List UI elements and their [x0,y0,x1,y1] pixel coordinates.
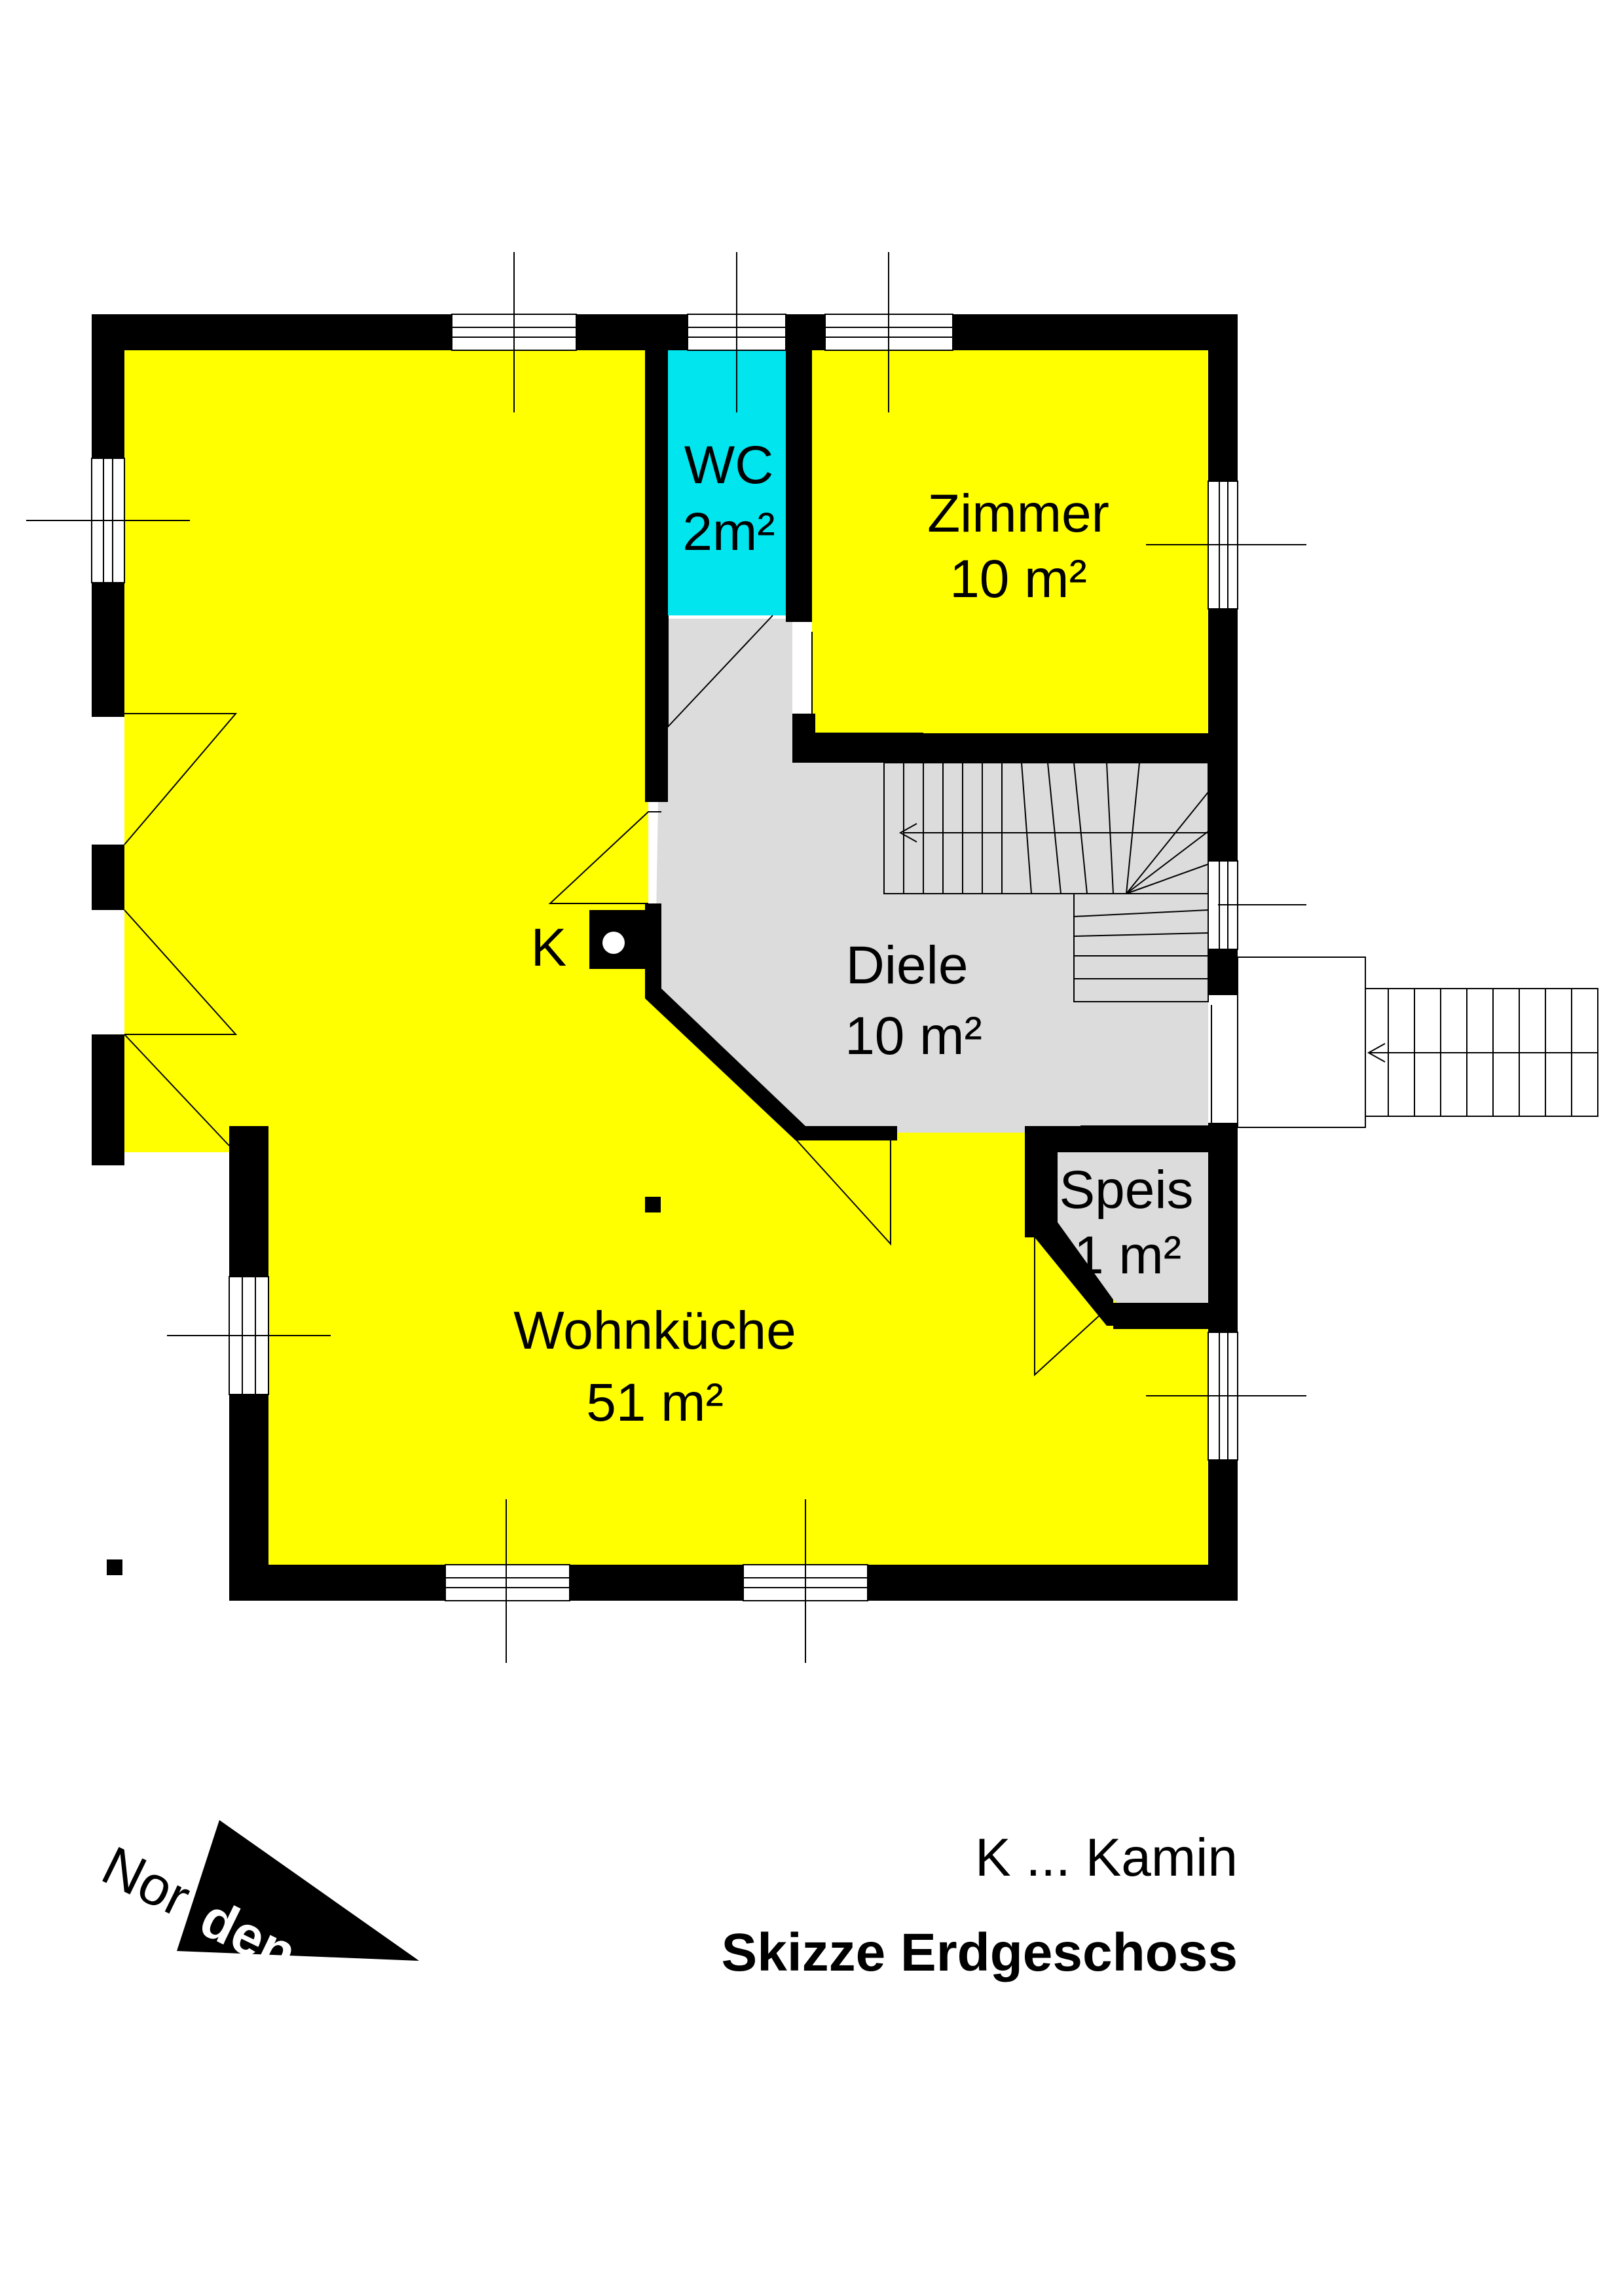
entry-landing [1208,995,1247,1126]
marker-square [107,1559,122,1575]
diele-name: Diele [846,936,969,995]
zimmer-name: Zimmer [927,484,1109,543]
marker-square [645,1197,661,1212]
window-left-1 [26,458,190,583]
diele-fill [655,619,1211,1133]
speis-fill [1054,1152,1208,1306]
windows [26,252,1306,1663]
speis-name: Speis [1059,1160,1193,1220]
chimney-flue [602,932,625,954]
wc-name: WC [684,435,774,495]
wohnkueche-fill [124,347,648,1152]
chimney-label: K [531,918,567,977]
window-bottom-1 [445,1499,570,1663]
window-bottom-2 [743,1499,868,1663]
wc-area: 2m² [682,502,775,562]
speis-area: 1 m² [1074,1226,1181,1285]
zimmer-area: 10 m² [950,549,1087,609]
wohnkueche-name: Wohnküche [513,1301,796,1360]
exterior-stairs [1237,957,1598,1128]
window-right-kitchen [1146,1332,1306,1461]
window-top-zimmer [824,252,953,412]
walls [92,314,1238,1601]
zimmer-fill [812,347,1211,740]
window-left-2 [167,1276,331,1395]
wc-fill [668,347,789,615]
wohnkueche-area: 51 m² [586,1373,724,1432]
north-label-part1: Nor [93,1834,200,1929]
interior-stairs [883,762,1209,1002]
legend-text: K ... Kamin [975,1828,1238,1887]
window-top-1 [451,252,577,412]
window-top-wc [687,252,786,412]
window-right-zimmer [1146,481,1306,610]
north-arrow: Nor den [93,1820,419,1985]
diele-area: 10 m² [845,1006,982,1066]
window-right-stairs [1208,860,1306,950]
plan-title: Skizze Erdgeschoss [722,1923,1238,1982]
